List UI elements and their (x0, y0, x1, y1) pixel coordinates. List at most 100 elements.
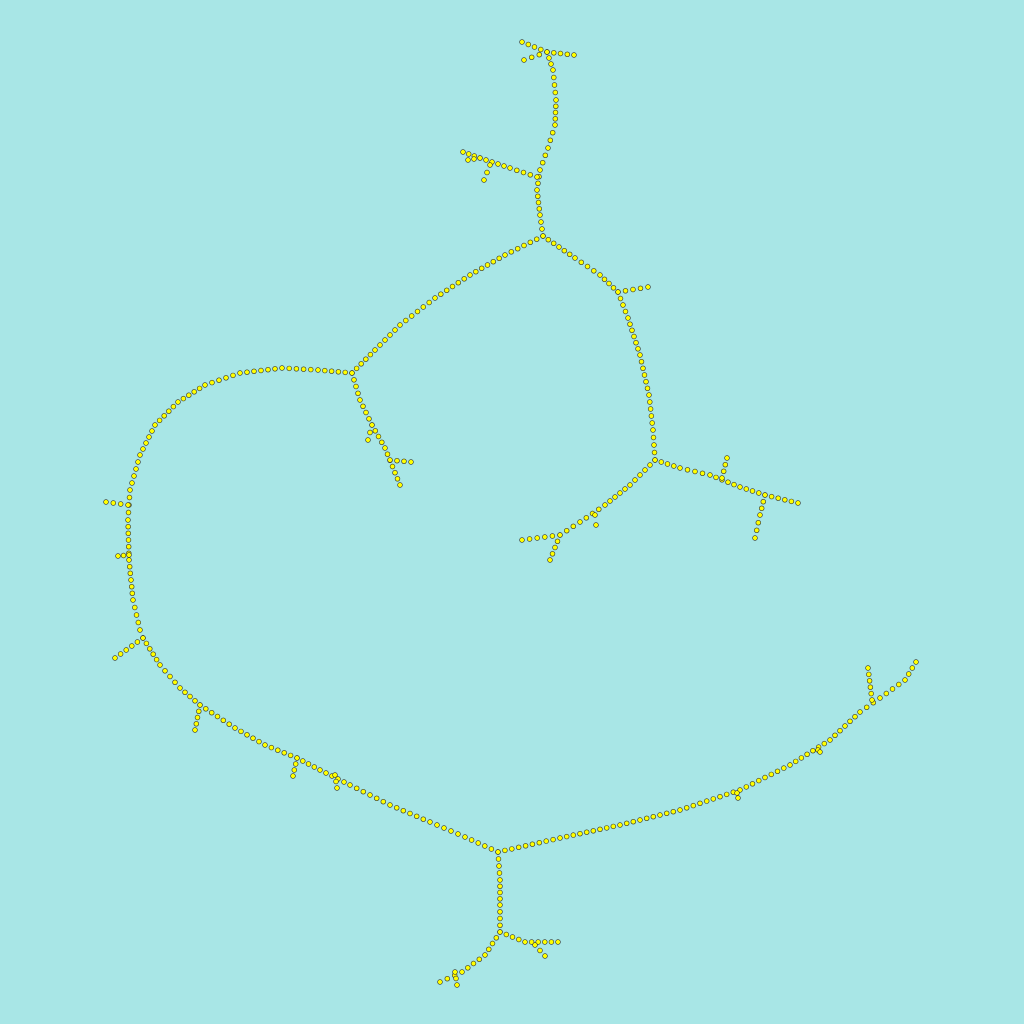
graph-node (262, 742, 268, 748)
graph-node (690, 802, 696, 809)
graph-node (531, 44, 538, 50)
graph-node (286, 365, 292, 372)
graph-node (643, 379, 649, 385)
graph-node (896, 681, 902, 688)
graph-node (342, 369, 348, 376)
graph-node (631, 333, 637, 340)
graph-node (401, 458, 407, 464)
graph-node (497, 883, 503, 889)
graph-node (367, 351, 374, 358)
graph-node (196, 708, 202, 714)
graph-node (722, 462, 728, 468)
graph-node (867, 684, 874, 690)
graph-node (384, 451, 391, 457)
graph-node (663, 810, 670, 816)
graph-node (147, 646, 153, 652)
graph-node (132, 604, 138, 611)
graph-node (281, 750, 287, 756)
graph-node (465, 157, 471, 163)
graph-node (202, 382, 208, 388)
graph-node (651, 442, 657, 448)
graph-node (152, 422, 158, 428)
graph-node (287, 752, 294, 759)
graph-node (597, 272, 603, 278)
graph-node (905, 671, 912, 677)
graph-node (256, 738, 262, 745)
graph-node (528, 54, 535, 60)
graph-node (150, 651, 156, 657)
graph-node (762, 774, 768, 781)
graph-node (552, 544, 558, 551)
graph-node (126, 563, 133, 570)
graph-node (167, 673, 173, 680)
graph-node (223, 375, 229, 381)
graph-node (637, 817, 643, 823)
graph-node (161, 413, 167, 419)
graph-node (140, 635, 146, 641)
graph-node (461, 276, 467, 282)
graph-node (670, 808, 676, 815)
graph-node (788, 498, 795, 505)
graph-node (572, 255, 578, 261)
graph-node (610, 285, 617, 291)
graph-node (133, 466, 139, 472)
graph-node (877, 695, 883, 701)
graph-node (479, 265, 485, 271)
graph-node (448, 828, 454, 834)
graph-node (110, 500, 117, 506)
node-layer (103, 39, 919, 988)
graph-node (129, 583, 135, 590)
graph-node (125, 530, 132, 536)
graph-node (149, 428, 155, 434)
graph-node (465, 965, 471, 971)
graph-node (804, 751, 810, 757)
graph-node (651, 449, 658, 456)
graph-node (397, 322, 403, 328)
graph-node (126, 552, 132, 558)
graph-node (699, 470, 706, 476)
graph-node (482, 843, 488, 849)
graph-node (477, 155, 483, 161)
graph-node (546, 55, 552, 61)
graph-node (652, 457, 658, 463)
graph-node (127, 570, 134, 576)
graph-node (658, 459, 664, 465)
graph-node (798, 755, 805, 761)
graph-node (125, 502, 131, 508)
graph-node (481, 177, 487, 183)
graph-node (180, 395, 187, 402)
graph-node (351, 377, 357, 383)
graph-node (209, 379, 215, 386)
graph-node (552, 122, 558, 128)
graph-node (514, 246, 521, 252)
graph-node (426, 299, 432, 306)
graph-node (392, 470, 398, 476)
graph-node (137, 627, 143, 633)
graph-node (563, 833, 570, 840)
graph-node (533, 236, 540, 242)
graph-node (449, 283, 456, 290)
graph-node (495, 161, 501, 167)
graph-node (156, 417, 163, 424)
graph-node (868, 690, 874, 697)
graph-node (677, 465, 683, 471)
graph-node (372, 347, 378, 353)
graph-node (577, 830, 583, 837)
graph-node (643, 815, 650, 821)
graph-node (334, 785, 340, 791)
graph-node (290, 773, 296, 779)
graph-node (146, 434, 152, 440)
graph-node (703, 798, 710, 804)
graph-node (397, 482, 403, 488)
graph-node (792, 758, 799, 765)
graph-node (625, 315, 631, 321)
graph-node (775, 495, 781, 501)
graph-node (548, 939, 555, 945)
graph-node (216, 377, 222, 383)
graph-node (644, 385, 651, 391)
graph-node (549, 130, 556, 136)
graph-node (542, 953, 548, 959)
graph-node (617, 822, 623, 828)
graph-node (305, 761, 312, 767)
graph-node (535, 199, 542, 206)
